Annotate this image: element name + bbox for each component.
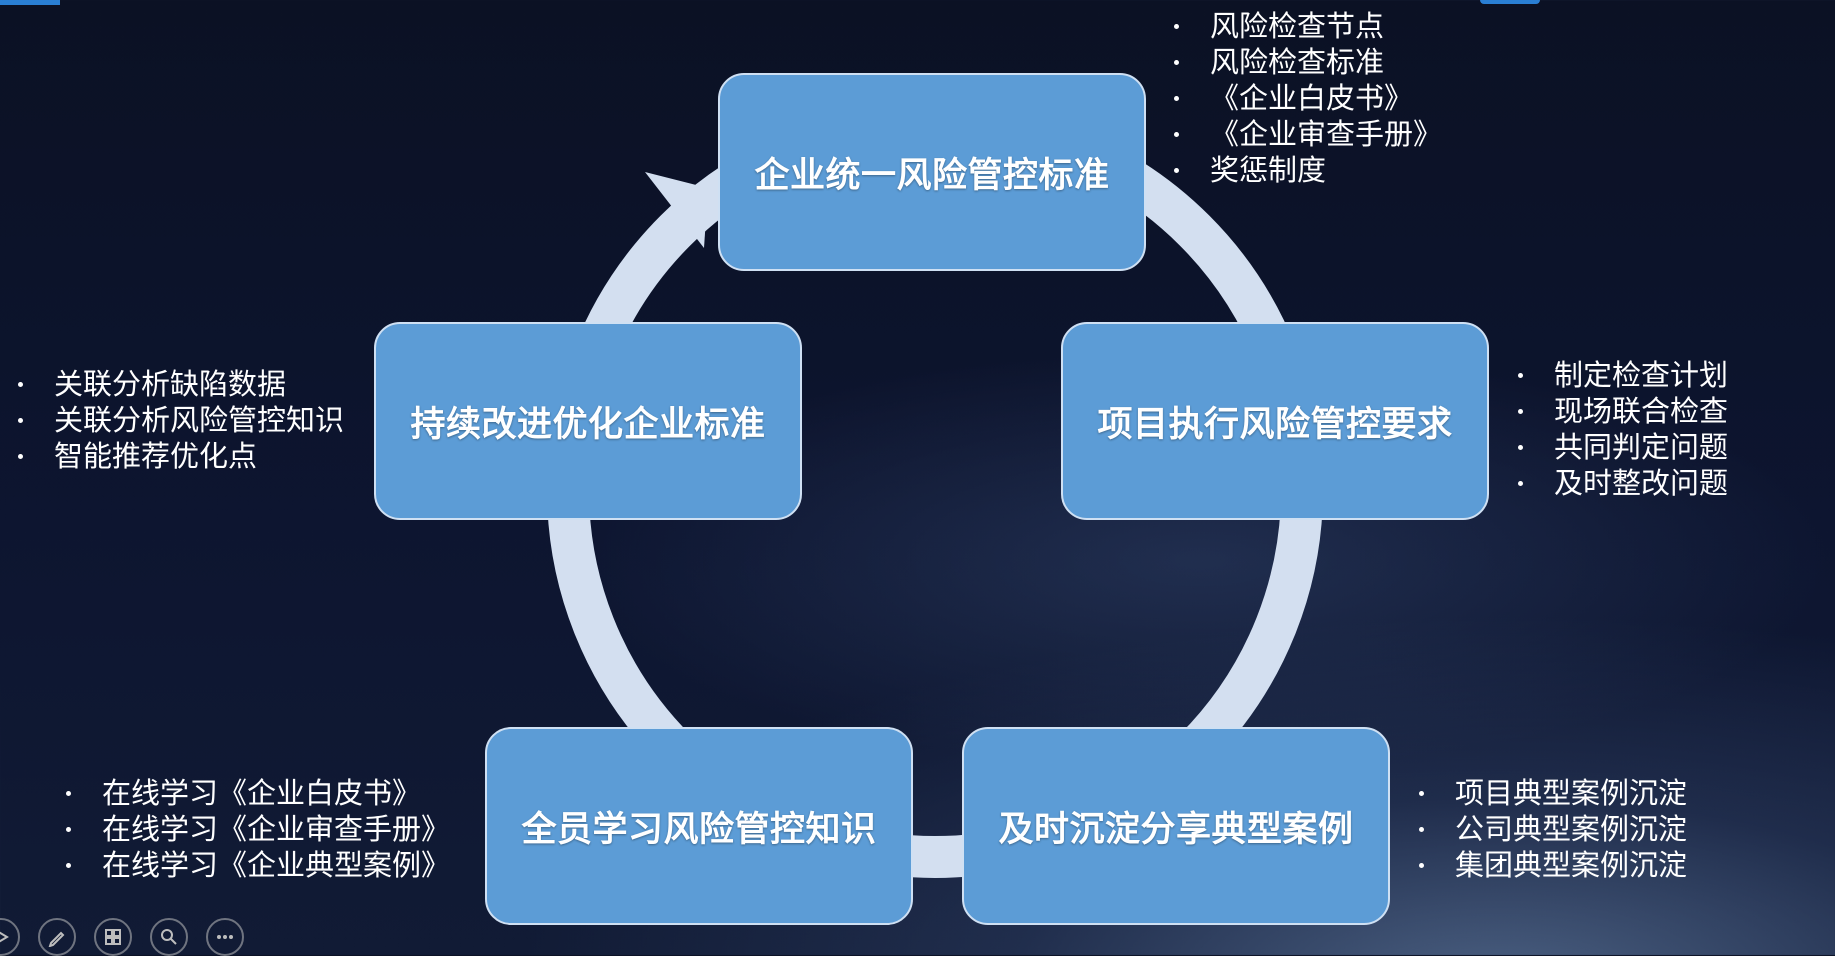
bullet-item: 关联分析风险管控知识 (17, 403, 345, 437)
bullet-item: 现场联合检查 (1517, 394, 1729, 428)
slides-button[interactable] (94, 918, 132, 956)
pen-button[interactable] (38, 918, 76, 956)
bullets-right: 制定检查计划 现场联合检查 共同判定问题 及时整改问题 (1517, 357, 1729, 501)
bullet-item: 关联分析缺陷数据 (17, 366, 344, 402)
stage-title-bottom-left: 全员学习风险管控知识 (521, 809, 877, 850)
pen-icon (48, 931, 65, 947)
brand-accent-right (1480, 0, 1540, 4)
stage-box-right: 项目执行风险管控要求 (1061, 322, 1489, 520)
bullet-item: 智能推荐优化点 (17, 438, 344, 474)
zoom-icon (161, 929, 177, 945)
slides-icon (105, 929, 121, 945)
stage-title-right: 项目执行风险管控要求 (1097, 404, 1453, 445)
more-icon (217, 935, 233, 939)
stage-box-top: 企业统一风险管控标准 (718, 73, 1146, 271)
stage-title-bottom-right: 及时沉淀分享典型案例 (998, 809, 1354, 850)
bullet-item: 在线学习《企业白皮书》 (65, 775, 450, 811)
stage-box-bottom-right: 及时沉淀分享典型案例 (962, 727, 1390, 925)
bullet-item: 风险检查标准 (1173, 44, 1442, 80)
stage-box-left: 持续改进优化企业标准 (374, 322, 802, 520)
bullet-item: 项目典型案例沉淀 (1418, 776, 1688, 810)
presentation-toolbar (0, 918, 244, 956)
bullet-item: 集团典型案例沉淀 (1418, 848, 1688, 882)
play-button[interactable] (0, 918, 20, 956)
bullet-item: 在线学习《企业审查手册》 (65, 812, 451, 846)
bullet-item: 奖惩制度 (1173, 152, 1442, 188)
bullet-item: 《企业审查手册》 (1173, 117, 1443, 151)
bullets-bottom-left: 在线学习《企业白皮书》 在线学习《企业审查手册》 在线学习《企业典型案例》 (65, 775, 451, 883)
bullets-bottom-right: 项目典型案例沉淀 公司典型案例沉淀 集团典型案例沉淀 (1418, 775, 1688, 883)
zoom-button[interactable] (150, 918, 188, 956)
bullets-top: 风险检查节点 风险检查标准 《企业白皮书》 《企业审查手册》 奖惩制度 (1173, 8, 1443, 188)
bullet-item: 及时整改问题 (1517, 466, 1729, 500)
play-icon (0, 931, 9, 943)
bullet-item: 风险检查节点 (1173, 8, 1442, 44)
bullet-item: 公司典型案例沉淀 (1418, 812, 1688, 846)
stage-title-top: 企业统一风险管控标准 (754, 155, 1110, 196)
bullet-item: 制定检查计划 (1517, 358, 1729, 392)
bullet-item: 在线学习《企业典型案例》 (65, 848, 451, 882)
stage-title-left: 持续改进优化企业标准 (410, 404, 766, 445)
bullets-left: 关联分析缺陷数据 关联分析风险管控知识 智能推荐优化点 (17, 366, 345, 474)
bullet-item: 共同判定问题 (1517, 430, 1729, 464)
brand-accent-left (0, 0, 60, 5)
stage-box-bottom-left: 全员学习风险管控知识 (485, 727, 913, 925)
bullet-item: 《企业白皮书》 (1173, 80, 1442, 116)
more-button[interactable] (206, 918, 244, 956)
cycle-arrowhead (645, 172, 708, 248)
